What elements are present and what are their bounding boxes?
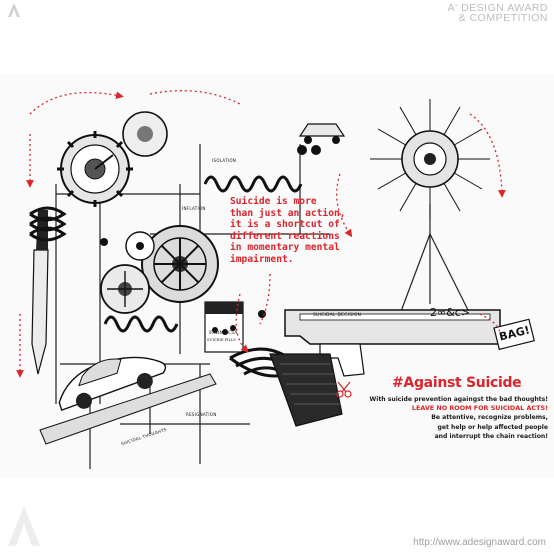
quote-line: than just an action, bbox=[230, 207, 346, 219]
copy-line-3c: and interrupt the chain reaction! bbox=[434, 432, 548, 440]
quote-text: Suicide is more than just an action, it … bbox=[230, 196, 370, 266]
small-cog-icon bbox=[125, 231, 155, 261]
rope-knot-icon bbox=[29, 206, 67, 242]
label-resignation: RESIGNATION bbox=[186, 412, 217, 417]
center-gear-icon bbox=[141, 225, 219, 303]
quote-line: impairment. bbox=[230, 253, 294, 265]
footer-url[interactable]: http://www.adesignaward.com bbox=[413, 537, 546, 548]
quote-line: different reactions bbox=[230, 230, 340, 242]
quote-line: in momentary mental bbox=[230, 242, 340, 254]
small-clock-gear-icon bbox=[122, 111, 168, 157]
clockwork-gear-icon bbox=[57, 131, 133, 207]
lower-spring-icon bbox=[103, 315, 179, 333]
roller-skate-icon bbox=[298, 123, 346, 144]
copy-line-3b: get help or help affected people bbox=[437, 423, 548, 431]
watermark-logo-icon bbox=[8, 506, 40, 546]
campaign-copy: With suicide prevention againgst the bad… bbox=[354, 395, 548, 441]
label-inflation: INFLATION bbox=[182, 206, 206, 211]
pharmacy-label: FARMACIA bbox=[209, 330, 238, 336]
brand-title: A' DESIGN AWARD & COMPETITION bbox=[447, 2, 548, 24]
quote-line: it is a shortcut of bbox=[230, 219, 340, 231]
knife-icon bbox=[31, 210, 49, 375]
code-symbols: 2∞&c> bbox=[430, 306, 471, 319]
copy-line-3a: Be attentive, recognize problems, bbox=[431, 414, 548, 422]
pistol-icon bbox=[269, 309, 501, 427]
chain-reaction-illustration bbox=[16, 90, 535, 469]
pharmacy-sub-label: SUICIDE PILLS bbox=[207, 338, 236, 342]
upper-spring-icon bbox=[203, 175, 303, 193]
copy-line-1: With suicide prevention againgst the bad… bbox=[369, 396, 548, 403]
label-gun: SUICIDAL DECISION bbox=[313, 313, 362, 318]
ramp-board bbox=[39, 373, 217, 445]
sports-car-icon bbox=[58, 356, 167, 412]
label-isolation: ISOLATION bbox=[212, 158, 237, 163]
hashtag-title: #Against Suicide bbox=[392, 375, 522, 391]
quote-line: Suicide is more bbox=[230, 196, 317, 207]
brand-line-2: & COMPETITION bbox=[458, 12, 548, 24]
scissors-icon bbox=[336, 381, 352, 398]
bang-flag bbox=[493, 318, 535, 351]
brand-line-1: A' DESIGN AWARD bbox=[447, 2, 548, 14]
poster-artwork: ISOLATION INFLATION SUICIDAL DECISION RE… bbox=[0, 74, 554, 478]
red-flow-arrows bbox=[16, 90, 506, 378]
radiating-fan-icon bbox=[370, 99, 490, 219]
a-design-logo-icon bbox=[8, 3, 20, 17]
lower-gear-icon bbox=[100, 264, 150, 314]
copy-line-2: LEAVE NO ROOM FOR SUICIDAL ACTS! bbox=[411, 404, 548, 413]
